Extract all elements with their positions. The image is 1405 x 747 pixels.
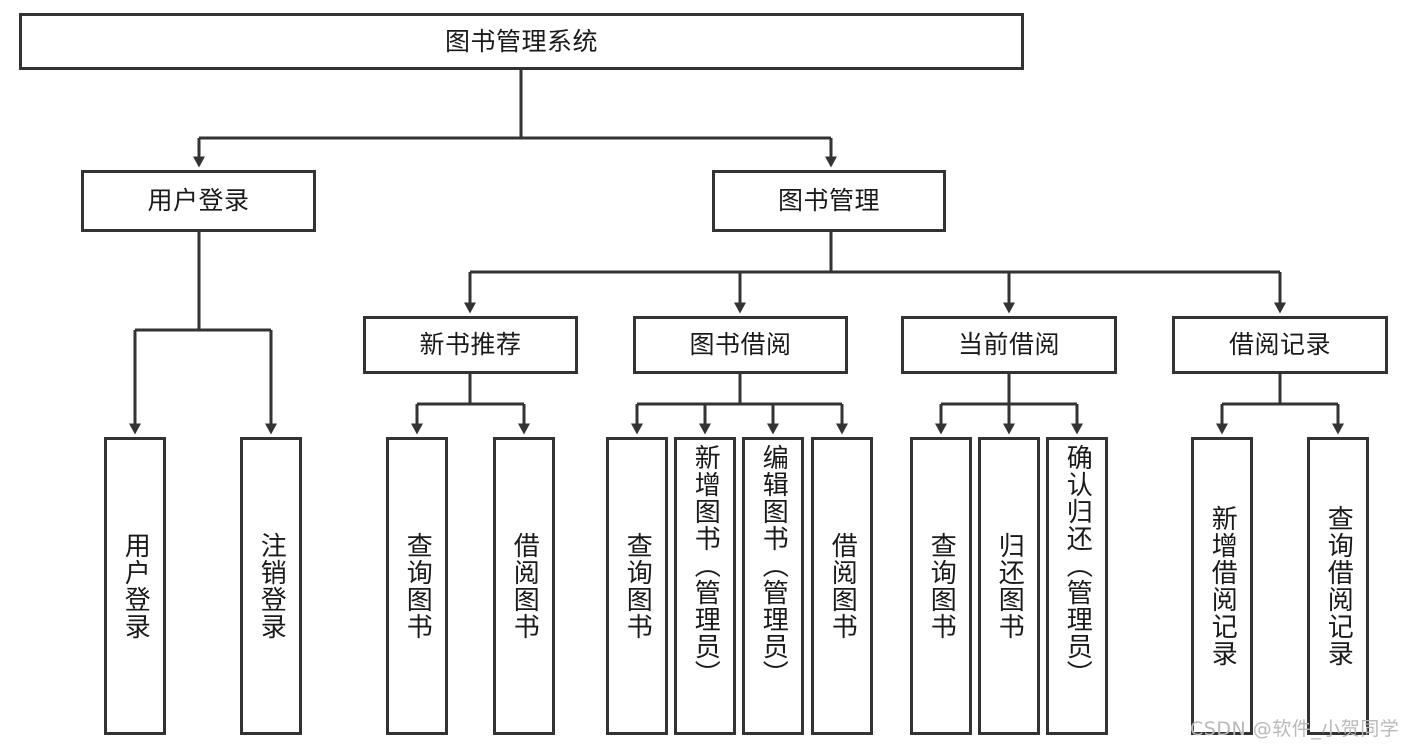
leaf-node-logout-login[interactable]: 注销登录 bbox=[240, 437, 302, 735]
leaf-node-add-book-admin[interactable]: 新增图书（管理员） bbox=[674, 437, 736, 735]
node-borrow-record[interactable]: 借阅记录 bbox=[1172, 316, 1388, 374]
node-label: 编辑图书（管理员） bbox=[758, 444, 789, 687]
node-root-book-management-system[interactable]: 图书管理系统 bbox=[19, 13, 1024, 70]
leaf-node-borrow-book[interactable]: 借阅图书 bbox=[811, 437, 873, 735]
node-label: 图书管理 bbox=[777, 186, 880, 216]
leaf-node-query-borrow-record[interactable]: 查询借阅记录 bbox=[1307, 437, 1369, 735]
leaf-node-return-book[interactable]: 归还图书 bbox=[978, 437, 1040, 735]
node-label: 借阅记录 bbox=[1228, 330, 1331, 360]
node-label: 新增借阅记录 bbox=[1207, 505, 1238, 667]
node-label: 图书管理系统 bbox=[444, 26, 598, 56]
leaf-node-edit-book-admin[interactable]: 编辑图书（管理员） bbox=[742, 437, 804, 735]
leaf-node-add-borrow-record[interactable]: 新增借阅记录 bbox=[1191, 437, 1253, 735]
node-current-borrow[interactable]: 当前借阅 bbox=[901, 316, 1117, 374]
node-label: 用户登录 bbox=[147, 186, 250, 216]
node-label: 注销登录 bbox=[256, 532, 287, 640]
node-label: 查询借阅记录 bbox=[1323, 505, 1354, 667]
node-new-book-recommend[interactable]: 新书推荐 bbox=[363, 316, 578, 374]
csdn-watermark: CSDN @软件_小贺同学 bbox=[1190, 718, 1400, 740]
node-label: 新增图书（管理员） bbox=[690, 444, 721, 687]
node-label: 借阅图书 bbox=[509, 532, 540, 640]
node-label: 查询图书 bbox=[926, 532, 957, 640]
leaf-node-confirm-return-admin[interactable]: 确认归还（管理员） bbox=[1046, 437, 1108, 735]
node-label: 借阅图书 bbox=[827, 532, 858, 640]
node-label: 用户登录 bbox=[120, 532, 151, 640]
node-label: 新书推荐 bbox=[419, 330, 522, 360]
leaf-node-user-login[interactable]: 用户登录 bbox=[104, 437, 166, 735]
node-label: 查询图书 bbox=[402, 532, 433, 640]
node-label: 查询图书 bbox=[622, 532, 653, 640]
leaf-node-borrow-book-recommend[interactable]: 借阅图书 bbox=[493, 437, 555, 735]
node-label: 图书借阅 bbox=[689, 330, 792, 360]
node-user-login[interactable]: 用户登录 bbox=[81, 170, 316, 232]
node-book-borrow[interactable]: 图书借阅 bbox=[633, 316, 848, 374]
node-book-management[interactable]: 图书管理 bbox=[712, 170, 946, 232]
leaf-node-query-book-current[interactable]: 查询图书 bbox=[910, 437, 972, 735]
leaf-node-query-book-recommend[interactable]: 查询图书 bbox=[386, 437, 448, 735]
node-label: 归还图书 bbox=[994, 532, 1025, 640]
node-label: 确认归还（管理员） bbox=[1062, 444, 1093, 687]
node-label: 当前借阅 bbox=[957, 330, 1060, 360]
leaf-node-query-book-borrow[interactable]: 查询图书 bbox=[606, 437, 668, 735]
